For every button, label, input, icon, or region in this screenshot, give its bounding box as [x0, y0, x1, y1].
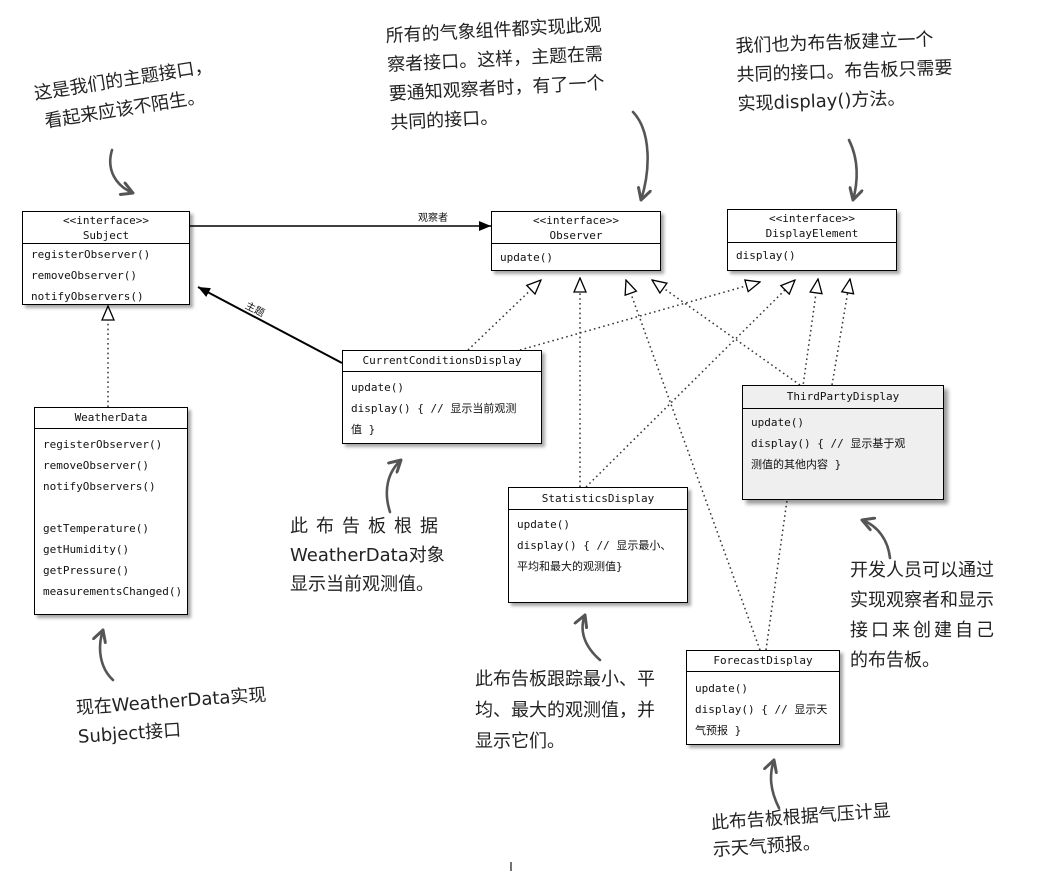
thirdparty-note-arrow	[862, 520, 892, 560]
forecast-display-class: ForecastDisplay update() display() { // …	[686, 650, 840, 745]
method-list: update() display() { // 显示当前观测 值 }	[343, 372, 541, 440]
class-header: ThirdPartyDisplay	[743, 386, 943, 409]
class-header: WeatherData	[35, 408, 187, 429]
method-list: update() display() { // 显示天 气预报 }	[687, 672, 839, 741]
current-note-arrow	[385, 460, 401, 514]
class-name: Subject	[82, 229, 130, 242]
stereotype: <<interface>>	[62, 214, 150, 227]
class-name: WeatherData	[74, 411, 148, 424]
method: display() { // 显示基于观	[751, 436, 906, 450]
class-name: DisplayElement	[765, 227, 859, 240]
class-name: CurrentConditionsDisplay	[362, 354, 522, 367]
note-line: 开发人员可以通过	[850, 560, 994, 581]
method: update()	[351, 380, 404, 394]
third-party-display-class: ThirdPartyDisplay update() display() { /…	[742, 385, 944, 500]
observer-interface: <<interface>> Observer update()	[491, 211, 661, 271]
observer-note: 所有的气象组件都实现此观 察者接口。这样，主题在需 要通知观察者时，有了一个 共…	[385, 11, 607, 138]
statistics-note-arrow	[583, 615, 602, 662]
statistics-display-implements-displayelement	[585, 280, 795, 488]
stereotype: <<interface>>	[768, 212, 856, 225]
observer-note-arrow	[631, 110, 648, 200]
method: update()	[695, 681, 748, 695]
current-display-implements-displayelement	[519, 282, 760, 351]
current-conditions-display-class: CurrentConditionsDisplay update() displa…	[342, 350, 542, 444]
note-line: 此布告板跟踪最小、平	[475, 669, 655, 690]
current-display-note: 此布告板根据 WeatherData对象 显示当前观测值。	[290, 512, 446, 599]
statistics-display-note: 此布告板跟踪最小、平 均、最大的观测值，并 显示它们。	[475, 664, 655, 757]
display-note-arrow	[847, 138, 857, 200]
method: getHumidity()	[43, 543, 130, 556]
thirdparty-display-implements-observer	[652, 280, 801, 386]
note-line: WeatherData对象	[290, 545, 445, 566]
method: display() { // 显示最小、	[517, 538, 672, 552]
displayelement-interface: <<interface>> DisplayElement display()	[727, 209, 897, 271]
method: display() { // 显示当前观测	[351, 401, 517, 415]
method: measurementsChanged()	[43, 585, 183, 598]
method-list: registerObserver() removeObserver() noti…	[35, 429, 187, 602]
class-name: StatisticsDisplay	[541, 492, 655, 505]
weatherdata-note-arrow	[100, 630, 115, 682]
current-display-to-subject-association	[197, 286, 343, 364]
stereotype: <<interface>>	[532, 214, 620, 227]
note-line: 此布告板根据	[290, 516, 446, 537]
method-list: registerObserver() removeObserver() noti…	[23, 244, 189, 307]
class-name: ThirdPartyDisplay	[786, 390, 900, 403]
class-header: <<interface>> DisplayElement	[728, 210, 896, 243]
forecast-display-implements-observer	[626, 280, 761, 651]
weatherdata-class: WeatherData registerObserver() removeObs…	[34, 407, 188, 615]
display-element-note: 我们也为布告板建立一个 共同的接口。布告板只需要 实现display()方法。	[735, 24, 954, 118]
note-line: 显示它们。	[475, 731, 565, 752]
method: registerObserver()	[43, 438, 163, 451]
method: update()	[500, 251, 553, 264]
class-name: ForecastDisplay	[713, 654, 813, 667]
method: notifyObservers()	[31, 290, 144, 303]
method: update()	[517, 517, 570, 531]
method: notifyObservers()	[43, 480, 156, 493]
class-header: <<interface>> Subject	[23, 212, 189, 244]
method: removeObserver()	[43, 459, 149, 472]
method: getPressure()	[43, 564, 130, 577]
note-line: 显示当前观测值。	[290, 574, 434, 595]
method-list: display()	[728, 243, 896, 266]
method: 气预报 }	[695, 723, 742, 737]
method: update()	[751, 415, 804, 429]
note-line: 实现观察者和显示	[850, 590, 994, 611]
method: removeObserver()	[31, 269, 137, 282]
note-line: 的布告板。	[850, 650, 940, 671]
method-list: update() display() { // 显示基于观 测值的其他内容 }	[743, 409, 943, 475]
subject-note-arrow	[109, 148, 133, 193]
forecast-note-arrow	[771, 760, 781, 810]
class-header: CurrentConditionsDisplay	[343, 351, 541, 372]
current-display-implements-observer	[467, 280, 541, 351]
method-list: update()	[492, 244, 660, 268]
method: display()	[736, 248, 796, 262]
method-list: update() display() { // 显示最小、 平均和最大的观测值}	[509, 510, 687, 577]
method: display() { // 显示天	[695, 702, 828, 716]
class-header: StatisticsDisplay	[509, 488, 687, 510]
note-line: 均、最大的观测值，并	[475, 700, 655, 721]
method-group-gap	[43, 497, 187, 518]
third-party-display-note: 开发人员可以通过 实现观察者和显示 接口来创建自己 的布告板。	[850, 556, 997, 676]
statistics-display-class: StatisticsDisplay update() display() { /…	[508, 487, 688, 603]
class-header: ForecastDisplay	[687, 651, 839, 672]
thirdparty-display-implements-displayelement	[831, 279, 850, 386]
class-name: Observer	[549, 229, 603, 242]
method: registerObserver()	[31, 248, 151, 261]
subject-interface: <<interface>> Subject registerObserver()…	[22, 211, 190, 305]
method: 测值的其他内容 }	[751, 457, 842, 471]
method: 平均和最大的观测值}	[517, 559, 623, 573]
class-header: <<interface>> Observer	[492, 212, 660, 244]
note-line: 接口来创建自己	[850, 620, 997, 641]
observers-association-label: 观察者	[418, 213, 448, 224]
method: 值 }	[351, 422, 376, 436]
method: getTemperature()	[43, 522, 149, 535]
